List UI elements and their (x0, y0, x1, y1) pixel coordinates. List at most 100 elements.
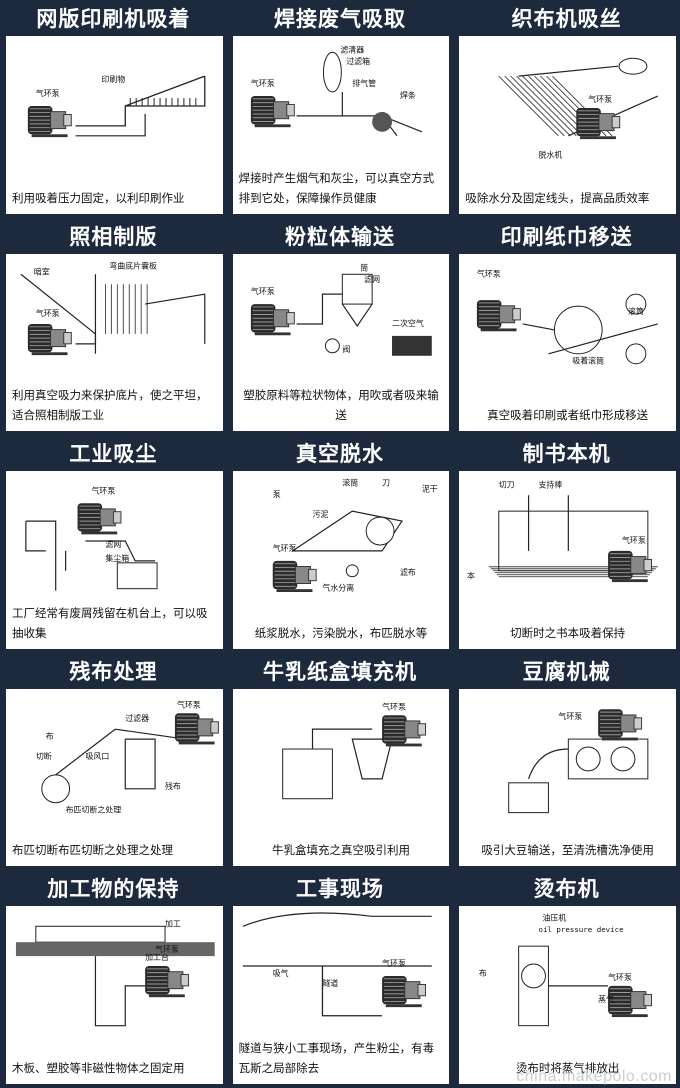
diagram-label: 气环泵 (589, 94, 613, 104)
application-diagram: 气环泵过滤器布切断吸风口残布布匹切断之处理 (36, 699, 219, 814)
application-cell: 印刷纸巾移送气环泵滚筒吸着滚筒真空吸着印刷或者纸巾形成移送 (453, 218, 680, 436)
diagram-label: 本 (467, 571, 475, 581)
diagram-panel: 气环泵滤网集尘箱工厂经常有废屑残留在机台上，可以吸抽收集 (6, 471, 223, 649)
diagram-label: 吸着滚筒 (573, 355, 605, 365)
cell-caption: 焊接时产生烟气和灰尘，可以真空方式排到它处，保障操作员健康 (238, 170, 435, 205)
diagram-label: 布匹切断之处理 (66, 804, 122, 814)
diagram-label: 泵 (272, 490, 280, 499)
cell-title: 牛乳纸盒填充机 (262, 659, 417, 684)
ring-blower-icon (272, 561, 317, 593)
diagram-label: 滚筒 (342, 477, 358, 487)
cell-caption: 牛乳盒填充之真空吸引利用 (271, 843, 410, 858)
cell-caption: 吸引大豆输送，至清洗槽洗净使用 (481, 843, 654, 858)
cell-caption: 真空吸着印刷或者纸巾形成移送 (487, 408, 649, 423)
ring-blower-icon (77, 503, 122, 535)
ring-blower-icon (598, 709, 643, 741)
ring-blower-icon (608, 986, 653, 1018)
application-cell: 真空脱水泵滚筒污泥刀泥干气环泵气水分离滤布纸浆脱水，污染脱水，布匹脱水等 (227, 435, 454, 653)
cell-caption: 布匹切断布匹切断之处理之处理 (12, 843, 173, 858)
ring-blower-icon (250, 96, 295, 128)
cell-caption: 隧道与狭小工事现场，产生粉尘，有毒瓦斯之局部除去 (238, 1041, 435, 1075)
diagram-label: 集尘箱 (105, 553, 129, 563)
diagram-panel: 滤清器过滤箱排气管焊条气环泵焊接时产生烟气和灰尘，可以真空方式排到它处，保障操作… (232, 36, 450, 214)
diagram-label: 隧道 (322, 978, 338, 988)
diagram-panel: 泵滚筒污泥刀泥干气环泵气水分离滤布纸浆脱水，污染脱水，布匹脱水等 (232, 471, 450, 649)
diagram-label: 过滤箱 (346, 56, 370, 66)
diagram-label: 泥干 (421, 484, 437, 493)
application-cell: 织布机吸丝气环泵脱水机吸除水分及固定线头，提高品质效率 (453, 0, 680, 218)
application-diagram: 气环泵 (508, 709, 649, 813)
cell-title: 制书本机 (522, 442, 611, 467)
cell-caption: 吸除水分及固定线头，提高品质效率 (465, 190, 650, 205)
application-diagram: 切刀支持棒气环泵本 (467, 479, 659, 583)
diagram-label: 滚筒 (628, 306, 644, 316)
cell-caption: 切断时之书本吸着保持 (510, 625, 626, 640)
ring-blower-icon (27, 105, 72, 138)
diagram-label: 支持棒 (539, 479, 563, 489)
diagram-label: 气环泵 (91, 485, 115, 495)
application-cell: 加工物的保持加工加工台气环泵木板、塑胶等非磁性物体之固定用 (0, 870, 227, 1088)
diagram-panel: 气环泵过滤器布切断吸风口残布布匹切断之处理布匹切断布匹切断之处理之处理 (6, 688, 223, 867)
diagram-label: 滤布 (400, 567, 416, 577)
ring-blower-icon (576, 107, 621, 140)
cell-title: 印刷纸巾移送 (500, 224, 633, 249)
diagram-label: 气环泵 (608, 972, 632, 982)
diagram-label: 筒 (360, 262, 368, 272)
ring-blower-icon (174, 713, 219, 745)
ring-blower-icon (250, 303, 295, 335)
application-cell: 制书本机切刀支持棒气环泵本切断时之书本吸着保持 (453, 435, 680, 653)
application-cell: 粉粒体输送筒滤网气环泵二次空气阀塑胶原料等粒状物体，用吹或者吸来输送 (227, 218, 454, 436)
diagram-label: 气环泵 (177, 699, 201, 709)
diagram-label: 布 (479, 968, 487, 978)
diagram-label: oil pressure device (539, 926, 625, 935)
diagram-label: 焊条 (400, 90, 416, 100)
ring-blower-icon (27, 323, 72, 355)
cell-title: 豆腐机械 (522, 659, 611, 684)
diagram-panel: 气环泵印刷物利用吸着压力固定，以利印刷作业 (6, 36, 223, 214)
diagram-label: 气环泵 (622, 535, 646, 545)
diagram-label: 油压机 (543, 913, 567, 923)
diagram-label: 气环泵 (251, 78, 275, 88)
cell-title: 粉粒体输送 (284, 224, 395, 249)
diagram-label: 吸风口 (86, 752, 110, 761)
cell-caption: 利用真空吸力来保护底片，使之平坦，适合照相制版工业 (12, 388, 208, 423)
diagram-label: 气环泵 (36, 308, 60, 318)
application-cell: 照相制版暗室弯曲底片囊板气环泵利用真空吸力来保护底片，使之平坦，适合照相制版工业 (0, 218, 227, 436)
cell-title: 烫布机 (533, 877, 600, 902)
ring-blower-icon (608, 551, 653, 583)
diagram-label: 暗室 (34, 266, 50, 276)
cell-title: 加工物的保持 (47, 877, 180, 902)
application-cell: 工业吸尘气环泵滤网集尘箱工厂经常有废屑残留在机台上，可以吸抽收集 (0, 435, 227, 653)
diagram-label: 滤网 (105, 539, 121, 549)
diagram-panel: 气环泵滚筒吸着滚筒真空吸着印刷或者纸巾形成移送 (459, 253, 676, 432)
cell-title: 残布处理 (69, 659, 158, 684)
diagram-label: 加工台 (145, 952, 169, 962)
ring-blower-icon (477, 299, 522, 331)
diagram-panel: 气环泵牛乳盒填充之真空吸引利用 (232, 688, 450, 867)
application-cell: 牛乳纸盒填充机气环泵牛乳盒填充之真空吸引利用 (227, 653, 454, 871)
diagram-label: 气环泵 (382, 958, 406, 968)
diagram-label: 残布 (165, 781, 181, 791)
diagram-label: 污泥 (312, 509, 328, 519)
diagram-label: 气环泵 (272, 543, 296, 553)
diagram-label: 阀 (342, 344, 350, 353)
cell-caption: 木板、塑胶等非磁性物体之固定用 (12, 1061, 185, 1075)
application-cell: 残布处理气环泵过滤器布切断吸风口残布布匹切断之处理布匹切断布匹切断之处理之处理 (0, 653, 227, 871)
cell-title: 织布机吸丝 (511, 7, 622, 31)
diagram-label: 滤网 (364, 274, 380, 284)
diagram-label: 气环泵 (155, 945, 179, 955)
diagram-label: 加工 (165, 919, 181, 929)
cell-title: 工业吸尘 (69, 442, 158, 467)
ring-blower-icon (381, 976, 426, 1008)
cell-title: 网版印刷机吸着 (36, 7, 191, 31)
diagram-label: 弯曲底片囊板 (109, 260, 157, 270)
diagram-panel: 切刀支持棒气环泵本切断时之书本吸着保持 (459, 471, 676, 649)
diagram-panel: 筒滤网气环泵二次空气阀塑胶原料等粒状物体，用吹或者吸来输送 (232, 253, 450, 432)
cell-caption: 塑胶原料等粒状物体，用吹或者吸来输送 (243, 388, 439, 423)
